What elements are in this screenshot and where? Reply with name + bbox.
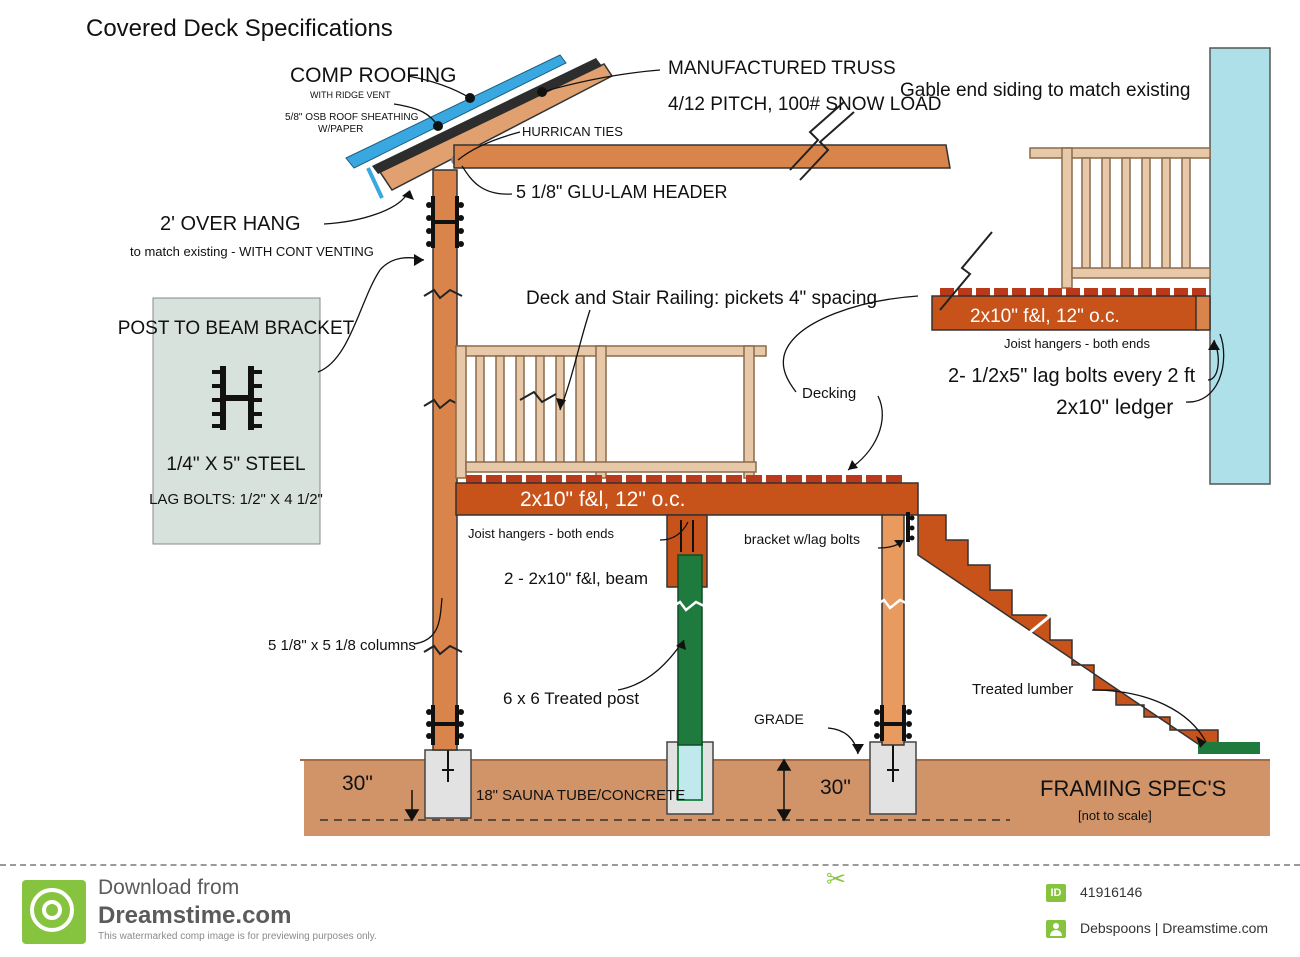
upper-decking [940, 288, 1206, 296]
roof-fascia [366, 167, 384, 199]
comp-roofing [345, 54, 567, 169]
image-id: 41916146 [1080, 884, 1143, 900]
arrowheads [402, 190, 1220, 754]
label-bracket: bracket w/lag bolts [744, 531, 860, 547]
deck-post-break [873, 598, 913, 610]
column-break-marks [423, 288, 463, 656]
decking-boards [466, 475, 902, 483]
author-credit[interactable]: Debspoons | Dreamstime.com [1080, 920, 1269, 936]
watermark-notice: This watermarked comp image is for previ… [98, 931, 377, 942]
leader-lines [317, 69, 1225, 755]
label-depth-left: 30" [342, 772, 373, 795]
label-not-to-scale: [not to scale] [1078, 808, 1152, 823]
label-joist-hangers-upper: Joist hangers - both ends [1004, 336, 1150, 351]
bracket-box-title: POST TO BEAM BRACKET [118, 318, 355, 339]
header-break-2 [789, 101, 845, 171]
upper-ledger [1195, 295, 1211, 331]
label-overhang-note: to match existing - WITH CONT VENTING [130, 244, 374, 259]
label-treated-lumber: Treated lumber [972, 681, 1073, 698]
label-lag-bolts: 2- 1/2x5" lag bolts every 2 ft [948, 365, 1196, 387]
main-joist [455, 482, 919, 516]
upper-railing [1029, 147, 1211, 289]
label-beam: 2 - 2x10" f&l, beam [504, 569, 648, 588]
footer-divider [0, 864, 1300, 866]
railing-break [519, 390, 557, 404]
label-comp-roofing: COMP ROOFING [290, 64, 456, 87]
site-name[interactable]: Dreamstime.com [98, 902, 292, 929]
glulam-header [453, 144, 951, 169]
header-break [799, 111, 855, 181]
label-grade: GRADE [754, 711, 804, 727]
column-base-bracket [426, 705, 464, 745]
download-from-text: Download from [98, 876, 240, 899]
bracket-detail-icon [212, 366, 262, 430]
upper-joist [931, 295, 1199, 331]
bracket-detail-box [152, 297, 321, 545]
label-pitch-snow: 4/12 PITCH, 100# SNOW LOAD [668, 94, 942, 115]
user-icon [1046, 920, 1066, 938]
deck-post-right [881, 514, 905, 746]
scissors-icon: ✂ [826, 866, 847, 893]
label-w-paper: W/PAPER [318, 124, 363, 135]
label-ledger: 2x10" ledger [1056, 396, 1173, 419]
label-decking: Decking [802, 385, 856, 402]
label-glulam-header: 5 1/8" GLU-LAM HEADER [516, 182, 727, 202]
stair-break [1027, 590, 1067, 636]
glulam-column [432, 169, 458, 751]
label-framing-spec: FRAMING SPEC'S [1040, 776, 1226, 801]
deck-railing [455, 345, 767, 479]
label-joists-upper: 2x10" f&l, 12" o.c. [970, 306, 1120, 327]
treated-lumber-block [1198, 742, 1260, 754]
house-wall [1209, 47, 1271, 485]
beam-bracket [680, 520, 694, 552]
label-treated-post: 6 x 6 Treated post [503, 689, 639, 708]
depth-arrow-left [404, 790, 420, 822]
label-sauna-tube: 18" SAUNA TUBE/CONCRETE [476, 787, 685, 804]
treated-post-break [669, 600, 709, 612]
depth-arrow-right [776, 758, 792, 822]
bracket-box-lag: LAG BOLTS: 1/2" X 4 1/2" [149, 491, 323, 508]
label-joists-main: 2x10" f&l, 12" o.c. [520, 488, 686, 511]
label-depth-right: 30" [820, 776, 851, 799]
treated-post [677, 554, 703, 746]
label-gable-end: Gable end siding to match existing [900, 80, 1190, 101]
label-osb-sheathing: 5/8" OSB ROOF SHEATHING [285, 112, 419, 123]
osb-sheathing [372, 58, 602, 174]
deck-post-base-bracket [874, 705, 912, 741]
column-top-bracket [426, 196, 464, 248]
stair-stringer [917, 514, 1219, 749]
bracket-box-steel: 1/4" X 5" STEEL [166, 454, 305, 475]
download-footer [0, 862, 1300, 957]
label-joist-hangers-main: Joist hangers - both ends [468, 526, 614, 541]
joist-post-bracket [906, 512, 915, 542]
id-badge: ID [1046, 884, 1066, 902]
upper-deck-break [939, 231, 993, 311]
diagram-title: Covered Deck Specifications [86, 15, 393, 42]
label-overhang: 2' OVER HANG [160, 213, 301, 235]
label-ridge-vent: WITH RIDGE VENT [310, 90, 391, 100]
dreamstime-logo-icon [22, 880, 86, 944]
label-columns: 5 1/8" x 5 1/8 columns [268, 637, 416, 654]
label-hurrican-ties: HURRICAN TIES [522, 124, 623, 139]
label-manufactured-truss: MANUFACTURED TRUSS [668, 58, 896, 79]
label-railing: Deck and Stair Railing: pickets 4" spaci… [526, 288, 877, 309]
